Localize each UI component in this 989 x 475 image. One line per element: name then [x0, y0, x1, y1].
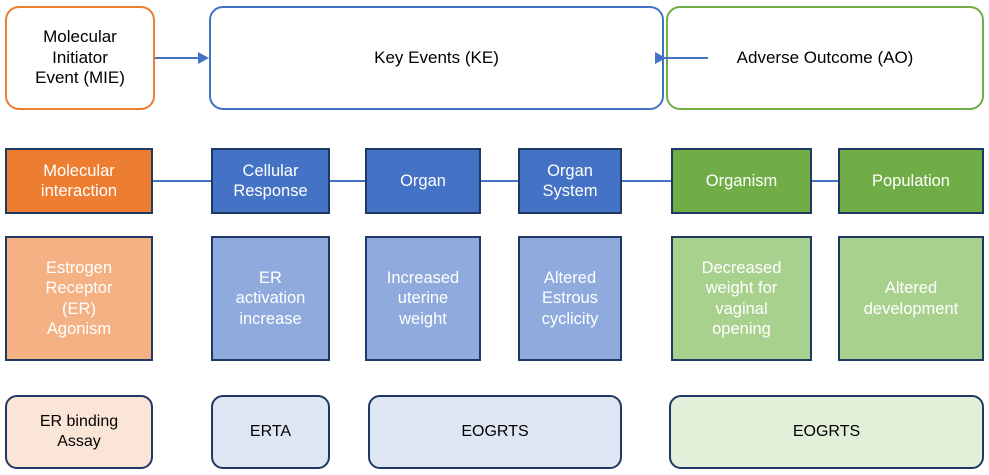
level-label-organ: Organ [400, 171, 446, 190]
arrow-head-ke-to-ao [655, 52, 666, 64]
event-box-estrous-cyclicity[interactable]: Altered Estrous cyclicity [518, 236, 622, 361]
connector-mie-to-ke [155, 57, 201, 59]
event-box-er-activation[interactable]: ER activation increase [211, 236, 330, 361]
banner-key-events[interactable]: Key Events (KE) [209, 6, 664, 110]
level-label-molecular-interaction: Molecular interaction [40, 161, 118, 200]
connector-level-5-6 [810, 180, 852, 182]
event-label-estrous-cyclicity: Altered Estrous cyclicity [541, 269, 599, 328]
assay-box-er-binding-assay[interactable]: ER binding Assay [5, 395, 153, 469]
level-label-organ-system: Organ System [542, 161, 598, 200]
event-box-altered-development[interactable]: Altered development [838, 236, 984, 361]
assay-box-eogrts-green[interactable]: EOGRTS [669, 395, 984, 469]
level-box-organ[interactable]: Organ [365, 148, 481, 214]
assay-box-eogrts-blue[interactable]: EOGRTS [368, 395, 622, 469]
assay-box-erta[interactable]: ERTA [211, 395, 330, 469]
assay-label-erta: ERTA [249, 423, 292, 441]
level-box-organ-system[interactable]: Organ System [518, 148, 622, 214]
assay-label-er-binding-assay: ER binding Assay [39, 413, 119, 450]
banner-adverse-outcome[interactable]: Adverse Outcome (AO) [666, 6, 984, 110]
connector-level-1-2 [150, 180, 215, 182]
level-box-population[interactable]: Population [838, 148, 984, 214]
event-label-vaginal-opening: Decreased weight for vaginal opening [701, 259, 782, 338]
event-label-uterine-weight: Increased uterine weight [386, 269, 460, 328]
banner-molecular-initiating-event[interactable]: Molecular Initiator Event (MIE) [5, 6, 155, 110]
connector-level-3-4 [475, 180, 520, 182]
event-label-er-agonism: Estrogen Receptor (ER) Agonism [45, 259, 113, 338]
event-box-er-agonism[interactable]: Estrogen Receptor (ER) Agonism [5, 236, 153, 361]
event-label-er-activation: ER activation increase [235, 269, 306, 328]
assay-label-eogrts-blue: EOGRTS [461, 423, 529, 441]
banner-mie-label: Molecular Initiator Event (MIE) [35, 26, 125, 88]
connector-level-2-3 [325, 180, 370, 182]
level-box-organism[interactable]: Organism [671, 148, 812, 214]
event-label-altered-development: Altered development [863, 279, 959, 318]
level-label-population: Population [872, 171, 950, 190]
level-box-molecular-interaction[interactable]: Molecular interaction [5, 148, 153, 214]
level-label-organism: Organism [705, 171, 778, 190]
connector-ke-to-ao [664, 57, 708, 59]
level-box-cellular-response[interactable]: Cellular Response [211, 148, 330, 214]
event-box-vaginal-opening[interactable]: Decreased weight for vaginal opening [671, 236, 812, 361]
arrow-head-mie-to-ke [198, 52, 209, 64]
banner-ke-label: Key Events (KE) [374, 47, 499, 67]
banner-ao-label: Adverse Outcome (AO) [736, 47, 914, 67]
assay-label-eogrts-green: EOGRTS [792, 423, 861, 441]
level-label-cellular-response: Cellular Response [233, 161, 308, 200]
event-box-uterine-weight[interactable]: Increased uterine weight [365, 236, 481, 361]
connector-level-4-5 [618, 180, 678, 182]
